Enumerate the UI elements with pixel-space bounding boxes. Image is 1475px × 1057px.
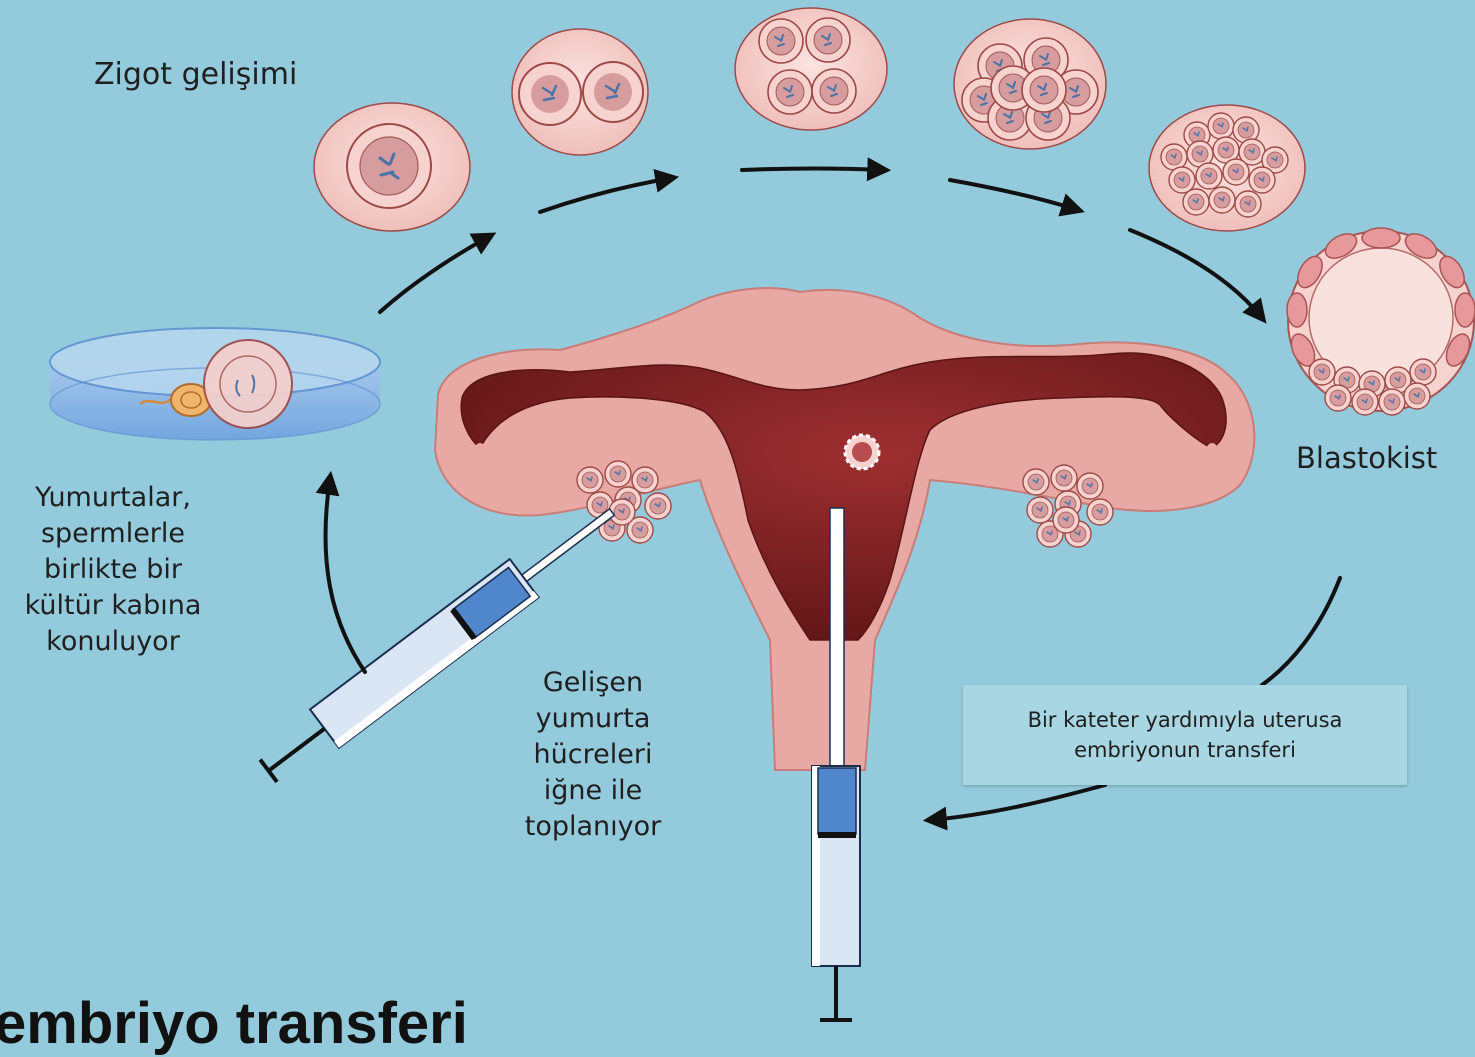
label-line: Gelişen — [498, 665, 688, 701]
label-line: spermlerle — [0, 516, 226, 552]
zygote-stage-morula — [1149, 105, 1305, 231]
label-line: yumurta — [498, 701, 688, 737]
label-zygote-development: Zigot gelişimi — [94, 56, 297, 94]
zygote-stage-4 — [735, 8, 887, 130]
label-line: iğne ile — [498, 773, 688, 809]
zygote-stage-2 — [512, 29, 648, 155]
label-line: kültür kabına — [0, 588, 226, 624]
page-title: embriyo transferi — [0, 990, 468, 1057]
zygote-stage-1 — [314, 103, 470, 231]
label-line: Yumurtalar, — [0, 480, 226, 516]
label-line: birlikte bir — [0, 552, 226, 588]
blastocyst-image — [1287, 228, 1475, 415]
zygote-stage-8 — [954, 19, 1106, 149]
label-line: Bir kateter yardımıyla uterusa — [1028, 705, 1343, 735]
label-catheter-transfer: Bir kateter yardımıyla uterusa embriyonu… — [963, 685, 1407, 785]
label-eggs-in-culture-dish: Yumurtalar, spermlerle birlikte bir kült… — [0, 480, 226, 660]
ovary-right — [1023, 465, 1113, 547]
label-line: konuluyor — [0, 624, 226, 660]
culture-dish — [50, 328, 380, 440]
label-line: toplanıyor — [498, 809, 688, 845]
label-blastocyst: Blastokist — [1296, 440, 1437, 477]
label-eggs-collected: Gelişen yumurta hücreleri iğne ile topla… — [498, 665, 688, 845]
label-line: embriyonun transferi — [1074, 735, 1296, 765]
label-line: hücreleri — [498, 737, 688, 773]
